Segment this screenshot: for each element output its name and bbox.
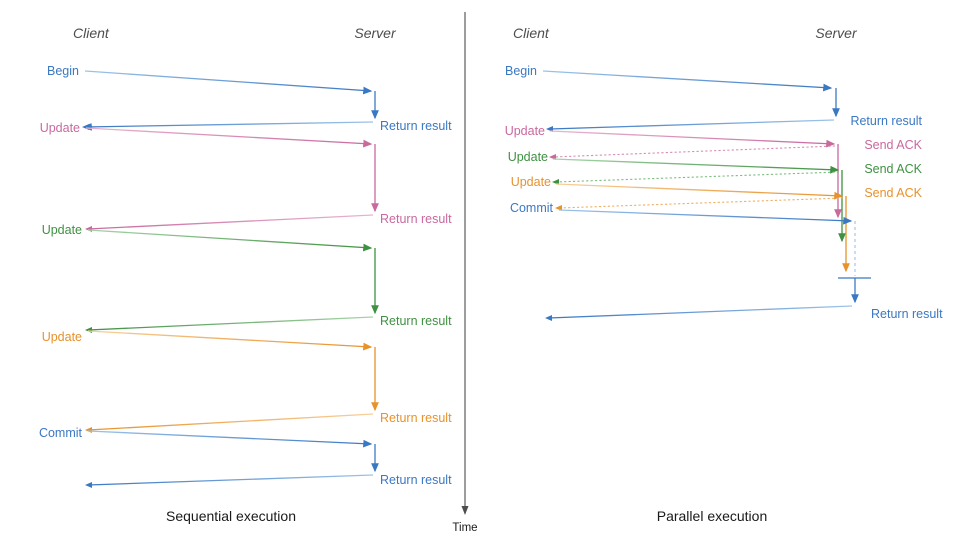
server-label-return-1-par: Return result bbox=[850, 114, 922, 128]
client-label-update-3-seq: Update bbox=[42, 330, 82, 344]
client-label-update-2-seq: Update bbox=[42, 223, 82, 237]
caption-sequential: Sequential execution bbox=[166, 508, 296, 524]
server-label-ack-2-par: Send ACK bbox=[864, 162, 922, 176]
message-update-3-par bbox=[555, 183, 850, 273]
caption-parallel: Parallel execution bbox=[657, 508, 768, 524]
server-label-return-3-seq: Return result bbox=[380, 314, 452, 328]
message-update-3-seq bbox=[85, 330, 379, 433]
server-label-ack-1-par: Send ACK bbox=[864, 138, 922, 152]
panel-sequential: Client Server bbox=[39, 25, 452, 524]
time-axis-arrowhead bbox=[461, 506, 469, 515]
lifeline-header-server: Server bbox=[354, 25, 397, 41]
message-commit-seq bbox=[85, 430, 379, 488]
server-label-return-4-seq: Return result bbox=[380, 411, 452, 425]
client-label-update-1-seq: Update bbox=[40, 121, 80, 135]
client-label-update-1-par: Update bbox=[505, 124, 545, 138]
server-label-ack-3-par: Send ACK bbox=[864, 186, 922, 200]
time-axis-label: Time bbox=[452, 522, 477, 534]
message-update-2-seq bbox=[85, 229, 379, 333]
client-label-commit-seq: Commit bbox=[39, 426, 83, 440]
client-label-commit-par: Commit bbox=[510, 201, 554, 215]
server-label-return-2-seq: Return result bbox=[380, 212, 452, 226]
lifeline-header-client: Client bbox=[73, 25, 110, 41]
server-label-return-2-par: Return result bbox=[871, 307, 943, 321]
client-label-begin-par: Begin bbox=[505, 64, 537, 78]
lifeline-header-server-par: Server bbox=[815, 25, 858, 41]
client-label-update-2-par: Update bbox=[508, 150, 548, 164]
message-update-1-par bbox=[549, 130, 842, 219]
client-label-begin-seq: Begin bbox=[47, 64, 79, 78]
lifeline-header-client-par: Client bbox=[513, 25, 550, 41]
message-begin-par bbox=[542, 70, 840, 132]
message-update-1-seq bbox=[85, 127, 379, 232]
message-begin-seq bbox=[82, 70, 379, 131]
client-label-update-3-par: Update bbox=[511, 175, 551, 189]
panel-parallel: Client Server bbox=[505, 25, 943, 524]
server-label-return-1-seq: Return result bbox=[380, 119, 452, 133]
message-commit-par bbox=[545, 209, 871, 321]
arrowhead-return-1-seq bbox=[82, 124, 89, 130]
server-label-return-5-seq: Return result bbox=[380, 473, 452, 487]
